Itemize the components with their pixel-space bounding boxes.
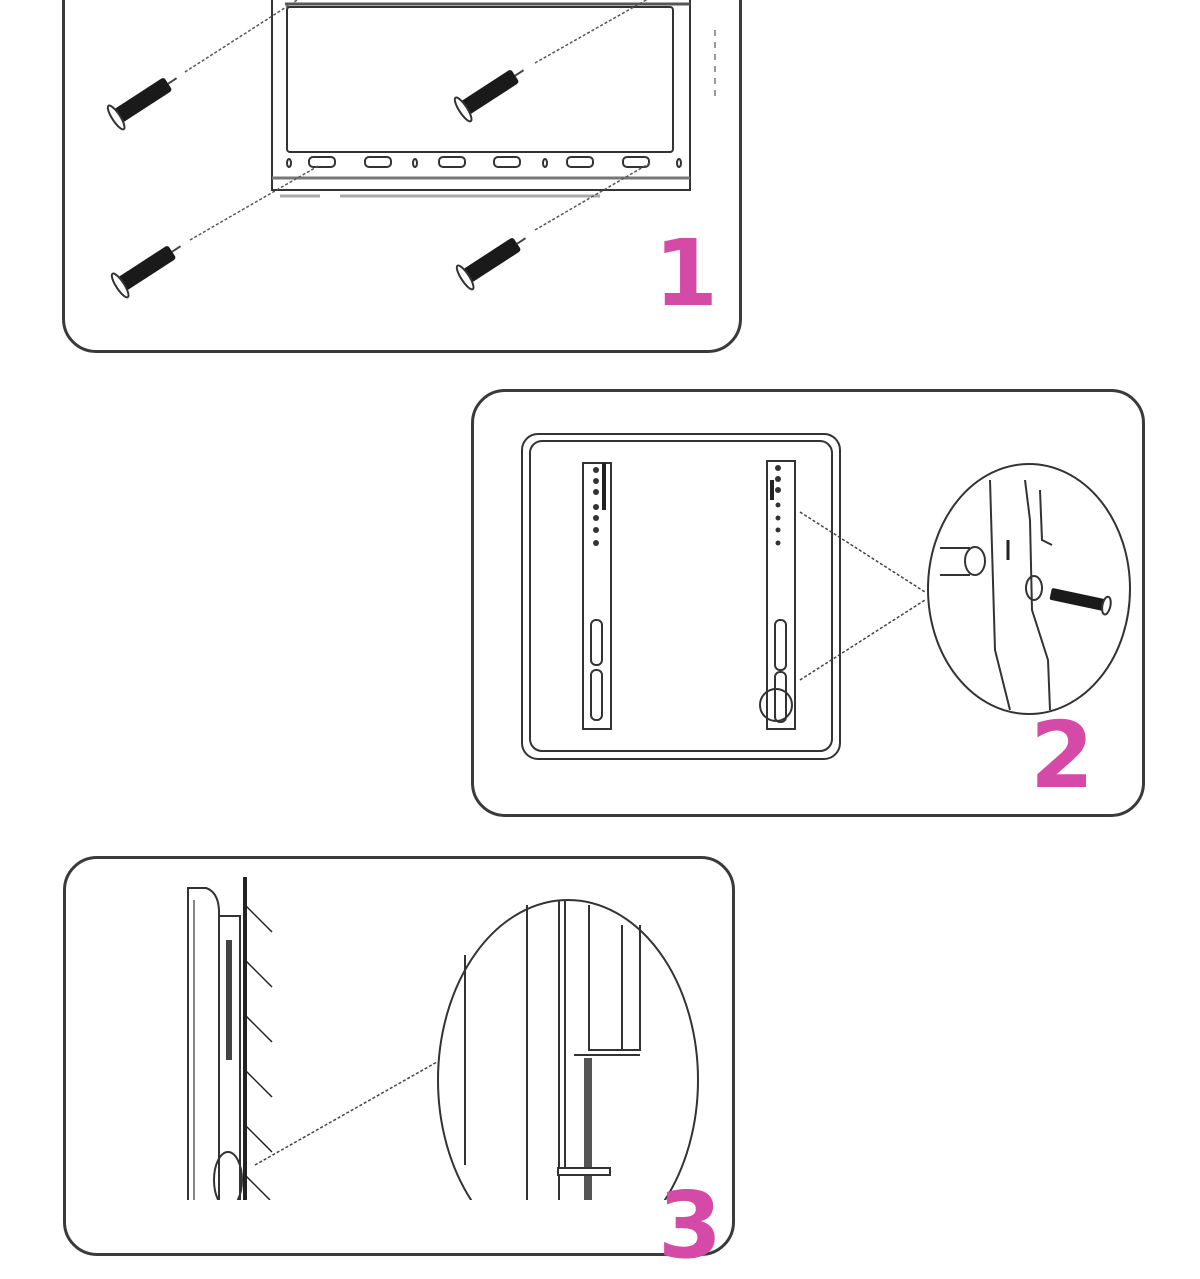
tv-back [521, 433, 841, 760]
leader-lines [799, 511, 926, 681]
screw-icon [110, 245, 182, 299]
step-number-1: 1 [654, 220, 719, 327]
wall-plate [271, 0, 716, 198]
left-bracket [582, 462, 612, 730]
step-number-3: 3 [658, 1172, 723, 1279]
wall [243, 877, 273, 1200]
leader-line [254, 1061, 438, 1166]
bolt-icon [1049, 588, 1112, 616]
magnified-detail-screw [437, 899, 699, 1200]
step-number-2: 2 [1030, 702, 1095, 809]
screw-icon [455, 237, 527, 291]
screw-icon [106, 77, 178, 131]
screw-icon [453, 69, 525, 123]
right-bracket [759, 460, 796, 730]
side-view-tv [187, 887, 243, 1200]
magnified-detail-bolt [927, 463, 1131, 715]
diagram-artwork [106, 0, 1131, 1200]
alignment-lines [184, 0, 651, 241]
